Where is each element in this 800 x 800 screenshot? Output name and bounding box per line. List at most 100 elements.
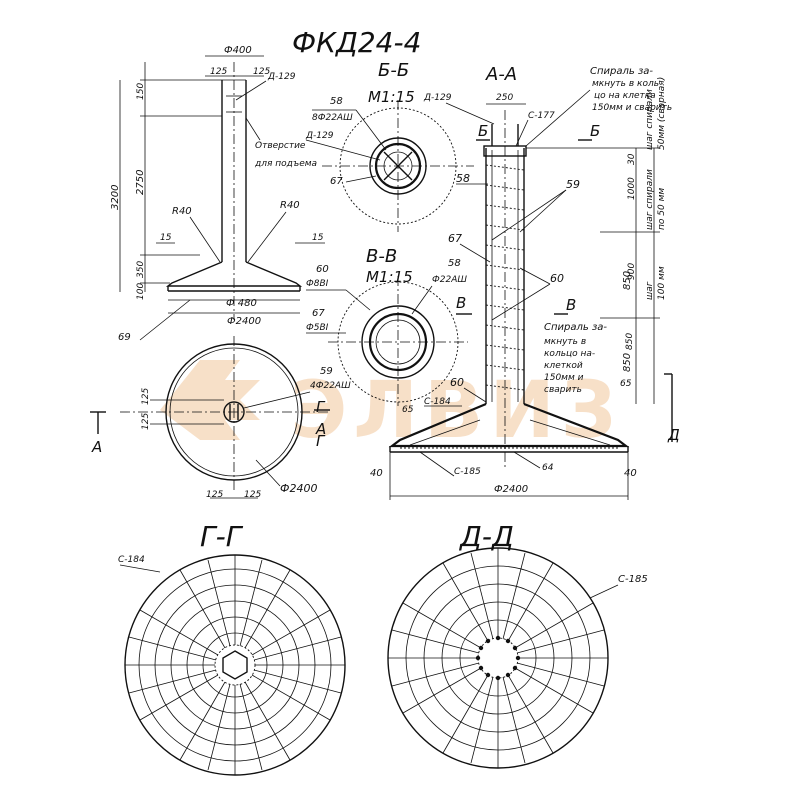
label-st3: шаг спирали: [645, 169, 655, 230]
dim-1000: 1000: [627, 177, 637, 200]
label-p59a: 59: [566, 178, 580, 191]
label-st5: шаг: [645, 281, 655, 300]
label-f581: Ф5ВI: [306, 323, 329, 333]
dim-d2400c: Ф2400: [280, 482, 317, 495]
dim-40b: 40: [624, 468, 637, 479]
dim-d2400b: Ф2400: [494, 484, 528, 495]
label-c185a: С-185: [454, 467, 481, 477]
section-vv-scale: М1:15: [366, 268, 413, 286]
label-p59b: 59: [320, 366, 333, 377]
dim-d2400a: Ф2400: [227, 316, 261, 327]
note-sp3: цо на клетка: [594, 91, 656, 101]
note-sp4: 150мм и сварить: [592, 103, 672, 113]
dim-125e: 125: [206, 490, 223, 500]
label-f8b: Ф22АШ: [432, 275, 467, 285]
dim-64: 64: [542, 463, 554, 473]
label-c184b: С-184: [118, 555, 145, 565]
cut-d1: Д: [667, 426, 680, 444]
cut-b1: Б: [478, 122, 488, 140]
section-bb-title: Б-Б: [378, 60, 409, 81]
label-p60b: 60: [550, 272, 564, 285]
label-f8a: 8Ф22АШ: [312, 113, 353, 123]
section-aa: А-А 250: [314, 64, 680, 500]
dim-100: 100: [136, 283, 146, 300]
label-hole1: Отверстие: [255, 141, 306, 151]
label-st2: 50мм (сварная): [657, 77, 667, 150]
dim-125f: 125: [244, 490, 261, 500]
label-c177: С-177: [528, 111, 555, 121]
label-d129c: Д-129: [423, 93, 452, 103]
note-sq6: сварить: [544, 385, 582, 395]
radial-bars-dd: [388, 548, 608, 768]
dim-65b: 65: [620, 379, 632, 389]
dim-250: 250: [496, 93, 513, 103]
cut-a1: А: [91, 438, 102, 456]
note-sq5: 150мм и: [544, 373, 584, 383]
note-sq1: Спираль за-: [544, 322, 607, 333]
label-p60a: 60: [316, 264, 329, 275]
watermark: ЭЛВИЗ: [160, 360, 622, 456]
cut-g2: Г: [316, 398, 326, 416]
label-p58a: 58: [330, 96, 343, 107]
dim-150: 150: [136, 83, 146, 100]
label-f891: Ф8ВI: [306, 279, 329, 289]
dim-850r: 850: [625, 333, 635, 350]
dim-40a: 40: [370, 468, 383, 479]
dim-850a: 850: [622, 271, 633, 290]
watermark-text: ЭЛВИЗ: [290, 366, 622, 456]
label-p60c: 60: [450, 376, 464, 389]
radius-r40a: R40: [172, 206, 192, 217]
label-st4: по 50 мм: [657, 188, 667, 230]
cut-v1: В: [456, 294, 466, 312]
note-sp2: мкнуть в коль: [592, 79, 659, 89]
section-vv-title: В-В: [366, 246, 397, 267]
front-view: Ф400 125 125 150 3200 2750 350 100 R40 R…: [110, 45, 325, 343]
cut-a2: А: [315, 420, 326, 438]
dim-65a: 65: [402, 405, 414, 415]
section-aa-title: А-А: [485, 64, 517, 85]
section-vv: В-В М1:15 60 Ф8ВI 67 Ф5ВI 58 Ф22АШ: [306, 246, 468, 406]
label-p67b: 67: [312, 308, 325, 319]
drawing-title: ФКД24-4: [292, 26, 421, 59]
cut-v2: В: [566, 296, 576, 314]
section-gg: Г-Г С-184: [118, 520, 346, 776]
label-p58c: 58: [456, 172, 470, 185]
section-bb: Б-Б М1:15 58 8Ф22АШ Д-129 67: [305, 60, 474, 232]
dim-125b: 125: [253, 67, 270, 77]
label-p67a: 67: [330, 176, 343, 187]
label-f8c: 4Ф22АШ: [310, 381, 351, 391]
bar-ends-dd: [475, 635, 521, 681]
label-st6: 100 мм: [657, 266, 667, 300]
label-c184a: С-184: [424, 397, 451, 407]
dim-15a: 15: [160, 233, 172, 243]
dim-125a: 125: [210, 67, 227, 77]
plan-view: 125 125 125 125 Ф2400 59 4Ф22АШ А: [90, 336, 351, 500]
label-d129a: Д-129: [267, 72, 296, 82]
label-p67c: 67: [448, 232, 462, 245]
dim-350: 350: [136, 261, 146, 278]
radius-r40b: R40: [280, 200, 300, 211]
note-sp1: Спираль за-: [590, 66, 653, 77]
cut-g1: Г: [316, 432, 326, 450]
label-hole2: для подъема: [254, 159, 317, 169]
label-st1: шаг спирали: [645, 89, 655, 150]
dim-d400: Ф400: [224, 45, 252, 56]
label-d129b: Д-129: [305, 131, 334, 141]
section-gg-title: Г-Г: [200, 520, 244, 553]
dim-2750: 2750: [135, 170, 146, 195]
dim-15b: 15: [312, 233, 324, 243]
note-sq2: мкнуть в: [544, 337, 586, 347]
label-c185b: С-185: [618, 574, 648, 585]
radial-bars-gg: [125, 555, 345, 775]
label-p58b: 58: [448, 258, 461, 269]
dim-d480: Ф 480: [226, 298, 257, 309]
dim-3200: 3200: [110, 185, 121, 210]
dim-125c: 125: [141, 388, 151, 405]
dim-69: 69: [118, 332, 131, 343]
dim-900: 900: [627, 263, 637, 280]
note-sq3: кольцо на-: [544, 349, 595, 359]
dim-850b: 850: [622, 353, 633, 372]
dim-125d: 125: [141, 413, 151, 430]
section-bb-scale: М1:15: [368, 88, 415, 106]
